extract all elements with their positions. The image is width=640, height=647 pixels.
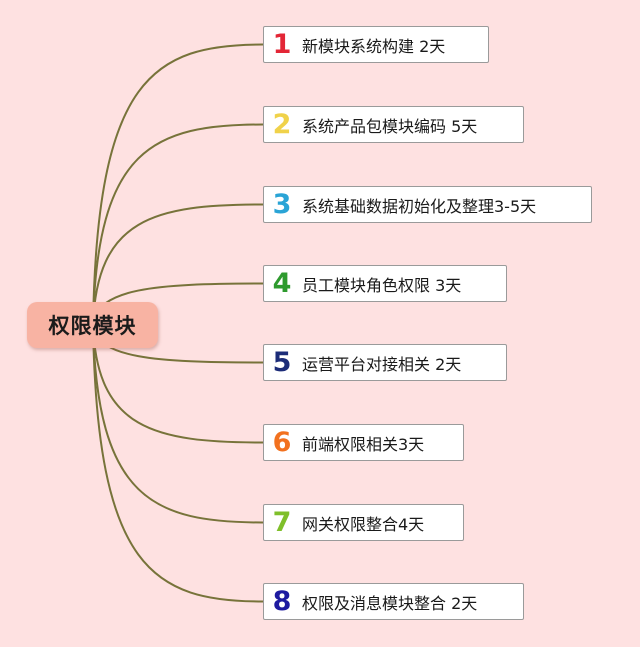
task-label-4: 员工模块角色权限 3天 <box>302 275 462 295</box>
connector-line-8 <box>92 324 264 603</box>
task-label-6: 前端权限相关3天 <box>302 434 425 454</box>
task-number-3: 3 <box>272 189 292 220</box>
task-label-7: 网关权限整合4天 <box>302 514 425 534</box>
task-number-6: 6 <box>272 427 292 458</box>
task-number-7: 7 <box>272 507 292 538</box>
task-node-1[interactable]: 1 新模块系统构建 2天 <box>263 26 489 63</box>
branch-lines <box>92 43 264 603</box>
task-node-3[interactable]: 3 系统基础数据初始化及整理3-5天 <box>263 186 592 223</box>
root-node-label: 权限模块 <box>48 314 137 338</box>
task-number-1: 1 <box>272 29 292 60</box>
task-number-8: 8 <box>272 586 292 617</box>
connector-line-3 <box>92 203 264 326</box>
task-label-1: 新模块系统构建 2天 <box>302 36 446 56</box>
task-node-7[interactable]: 7 网关权限整合4天 <box>263 504 464 541</box>
root-node[interactable]: 权限模块 <box>27 302 158 348</box>
task-label-3: 系统基础数据初始化及整理3-5天 <box>302 196 537 216</box>
task-node-6[interactable]: 6 前端权限相关3天 <box>263 424 464 461</box>
task-number-2: 2 <box>272 109 292 140</box>
task-node-5[interactable]: 5 运营平台对接相关 2天 <box>263 344 507 381</box>
task-number-4: 4 <box>272 268 292 299</box>
connector-line-6 <box>92 324 264 444</box>
task-node-4[interactable]: 4 员工模块角色权限 3天 <box>263 265 507 302</box>
task-label-8: 权限及消息模块整合 2天 <box>302 593 478 613</box>
connector-line-7 <box>92 324 264 524</box>
task-number-5: 5 <box>272 347 292 378</box>
connector-line-1 <box>92 43 264 326</box>
connector-line-2 <box>92 123 264 326</box>
task-label-2: 系统产品包模块编码 5天 <box>302 116 478 136</box>
task-node-2[interactable]: 2 系统产品包模块编码 5天 <box>263 106 524 143</box>
task-label-5: 运营平台对接相关 2天 <box>302 354 462 374</box>
task-node-8[interactable]: 8 权限及消息模块整合 2天 <box>263 583 524 620</box>
